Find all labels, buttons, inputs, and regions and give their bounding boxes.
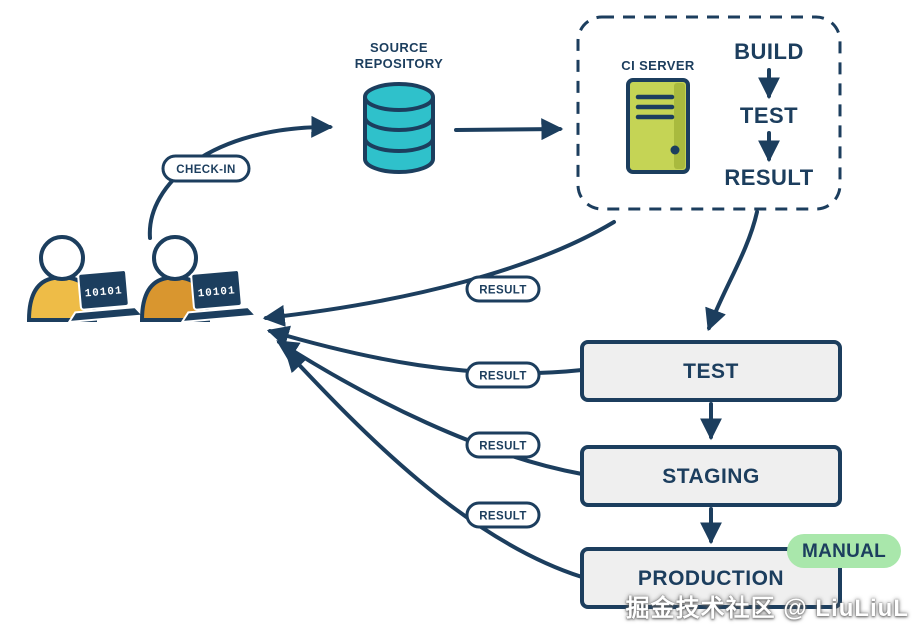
stage-test-box: TEST [580, 340, 842, 402]
result-label-4: RESULT [479, 511, 527, 523]
check-in-label: CHECK-IN [176, 164, 235, 176]
server-icon [626, 78, 690, 174]
arrow-production-result-to-devs [284, 349, 584, 579]
stage-staging-box: STAGING [580, 445, 842, 507]
ci-step-result-label: RESULT [724, 165, 813, 190]
result-badge-2: RESULT [465, 361, 541, 389]
developer-2-head [152, 235, 198, 281]
manual-badge: MANUAL [787, 534, 901, 568]
arrow-ci-result-to-devs [262, 220, 616, 327]
source-repository-label-line2: REPOSITORY [355, 56, 444, 71]
ci-step-test-label: TEST [740, 103, 798, 128]
result-badge-3: RESULT [465, 431, 541, 459]
developer-2-laptop-code: 10101 [197, 285, 236, 300]
watermark: 掘金技术社区 @ LiuLiuL [625, 595, 909, 622]
developer-1-laptop-icon: 10101 [67, 269, 145, 324]
developer-1-head [39, 235, 85, 281]
stage-production-label: PRODUCTION [638, 567, 784, 590]
arrow-ci-to-test [705, 210, 759, 332]
stage-production-box: PRODUCTION [580, 547, 842, 609]
result-label-3: RESULT [479, 441, 527, 453]
database-icon [363, 82, 435, 174]
arrow-repo-to-ci [454, 118, 564, 141]
stage-staging-label: STAGING [662, 465, 760, 488]
source-repository-label-line1: SOURCE [370, 40, 428, 55]
developer-1-icon: 10101 [26, 235, 145, 324]
developer-2-icon: 10101 [139, 235, 258, 324]
arrow-staging-result-to-devs [276, 340, 584, 476]
result-label-2: RESULT [479, 371, 527, 383]
result-badge-4: RESULT [465, 501, 541, 529]
source-repository: SOURCE REPOSITORY [355, 40, 444, 174]
stage-test-label: TEST [683, 360, 739, 383]
check-in-badge: CHECK-IN [161, 154, 251, 183]
ci-server-label: CI SERVER [621, 58, 695, 73]
result-badge-1: RESULT [465, 275, 541, 303]
ci-server-box: CI SERVER BUILD TEST RESULT [576, 15, 842, 211]
developer-2-laptop-icon: 10101 [180, 269, 258, 324]
developer-1-laptop-code: 10101 [84, 285, 123, 300]
ci-step-build-label: BUILD [734, 39, 804, 64]
result-label-1: RESULT [479, 285, 527, 297]
manual-label: MANUAL [802, 541, 886, 562]
